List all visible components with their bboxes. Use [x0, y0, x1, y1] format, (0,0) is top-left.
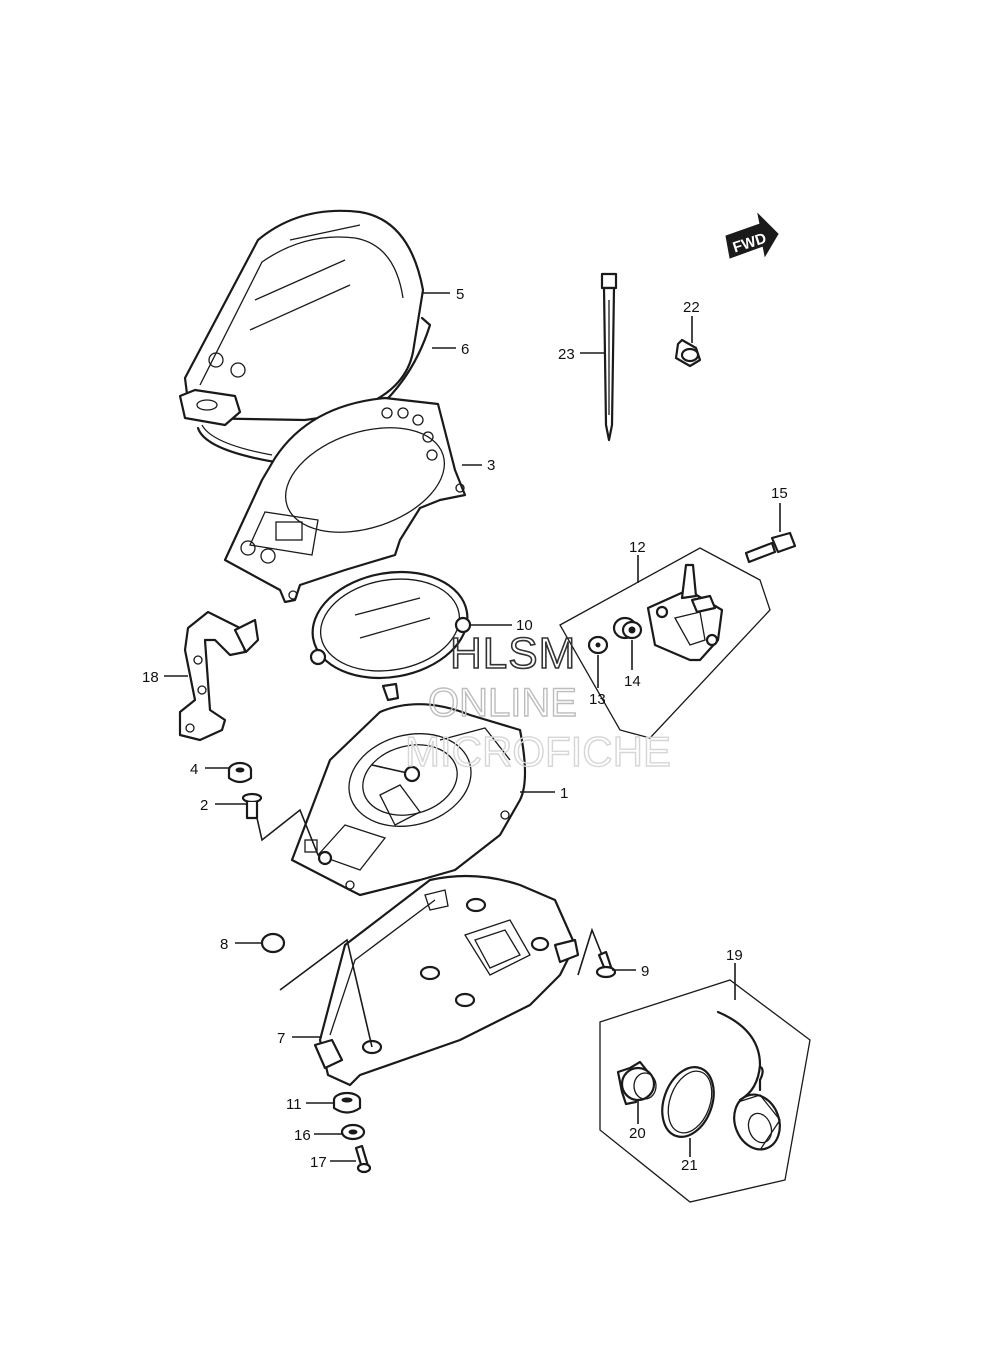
part-11-grommet — [332, 1091, 362, 1114]
part-7-lower-case — [313, 874, 580, 1087]
callout-20: 20 — [629, 1125, 646, 1142]
callout-19: 19 — [726, 947, 743, 964]
part-9-screw — [595, 950, 617, 979]
part-21-o-ring — [661, 1066, 715, 1138]
callout-13: 13 — [589, 691, 606, 708]
callout-5: 5 — [456, 286, 464, 303]
callout-6: 6 — [461, 341, 469, 358]
part-16-washer — [340, 1123, 366, 1141]
callout-16: 16 — [294, 1127, 311, 1144]
part-2-collar — [241, 792, 263, 820]
watermark-line-3: MICROFICHE — [405, 728, 671, 775]
part-18-bracket — [178, 610, 260, 742]
callout-21: 21 — [681, 1157, 698, 1174]
part-8-cap — [260, 932, 286, 954]
callout-3: 3 — [487, 457, 495, 474]
callout-11: 11 — [286, 1096, 302, 1113]
fwd-direction-arrow-icon: FWD — [725, 212, 779, 259]
part-23-cable-tie — [600, 272, 618, 442]
callout-17: 17 — [310, 1154, 327, 1171]
watermark-line-1: HLSM — [450, 629, 576, 678]
part-10-lens-ring — [309, 570, 472, 702]
part-13-washer — [587, 635, 609, 655]
callout-8: 8 — [220, 936, 228, 953]
watermark-line-2: ONLINE — [428, 681, 577, 725]
callout-9: 9 — [641, 963, 649, 980]
callout-2: 2 — [200, 797, 208, 814]
part-12-sensor-assembly — [559, 547, 771, 739]
callout-leaders — [164, 292, 781, 1162]
callout-15: 15 — [771, 485, 788, 502]
part-3-meter-panel — [223, 396, 467, 604]
part-1-meter-assembly — [290, 703, 527, 897]
callout-labels: 5 6 3 10 1 18 4 2 8 7 11 16 17 9 23 22 1… — [142, 286, 788, 1174]
part-4-grommet — [227, 761, 253, 784]
part-20-drive-gear — [616, 1060, 657, 1106]
watermark: HLSM ONLINE MICROFICHE — [404, 628, 671, 776]
part-15-bolt — [744, 531, 797, 564]
callout-14: 14 — [624, 673, 641, 690]
callout-4: 4 — [190, 761, 198, 778]
callout-7: 7 — [277, 1030, 285, 1047]
part-14-cushion — [612, 616, 643, 640]
callout-12: 12 — [629, 539, 646, 556]
part-17-screw — [354, 1144, 372, 1174]
callout-10: 10 — [516, 617, 533, 634]
callout-1: 1 — [560, 785, 568, 802]
part-5-meter-cover — [178, 209, 425, 427]
part-19-sensor-unit — [599, 979, 811, 1203]
callout-23: 23 — [558, 346, 575, 363]
part-22-clamp — [674, 338, 702, 368]
callout-18: 18 — [142, 669, 159, 686]
callout-22: 22 — [683, 299, 700, 316]
